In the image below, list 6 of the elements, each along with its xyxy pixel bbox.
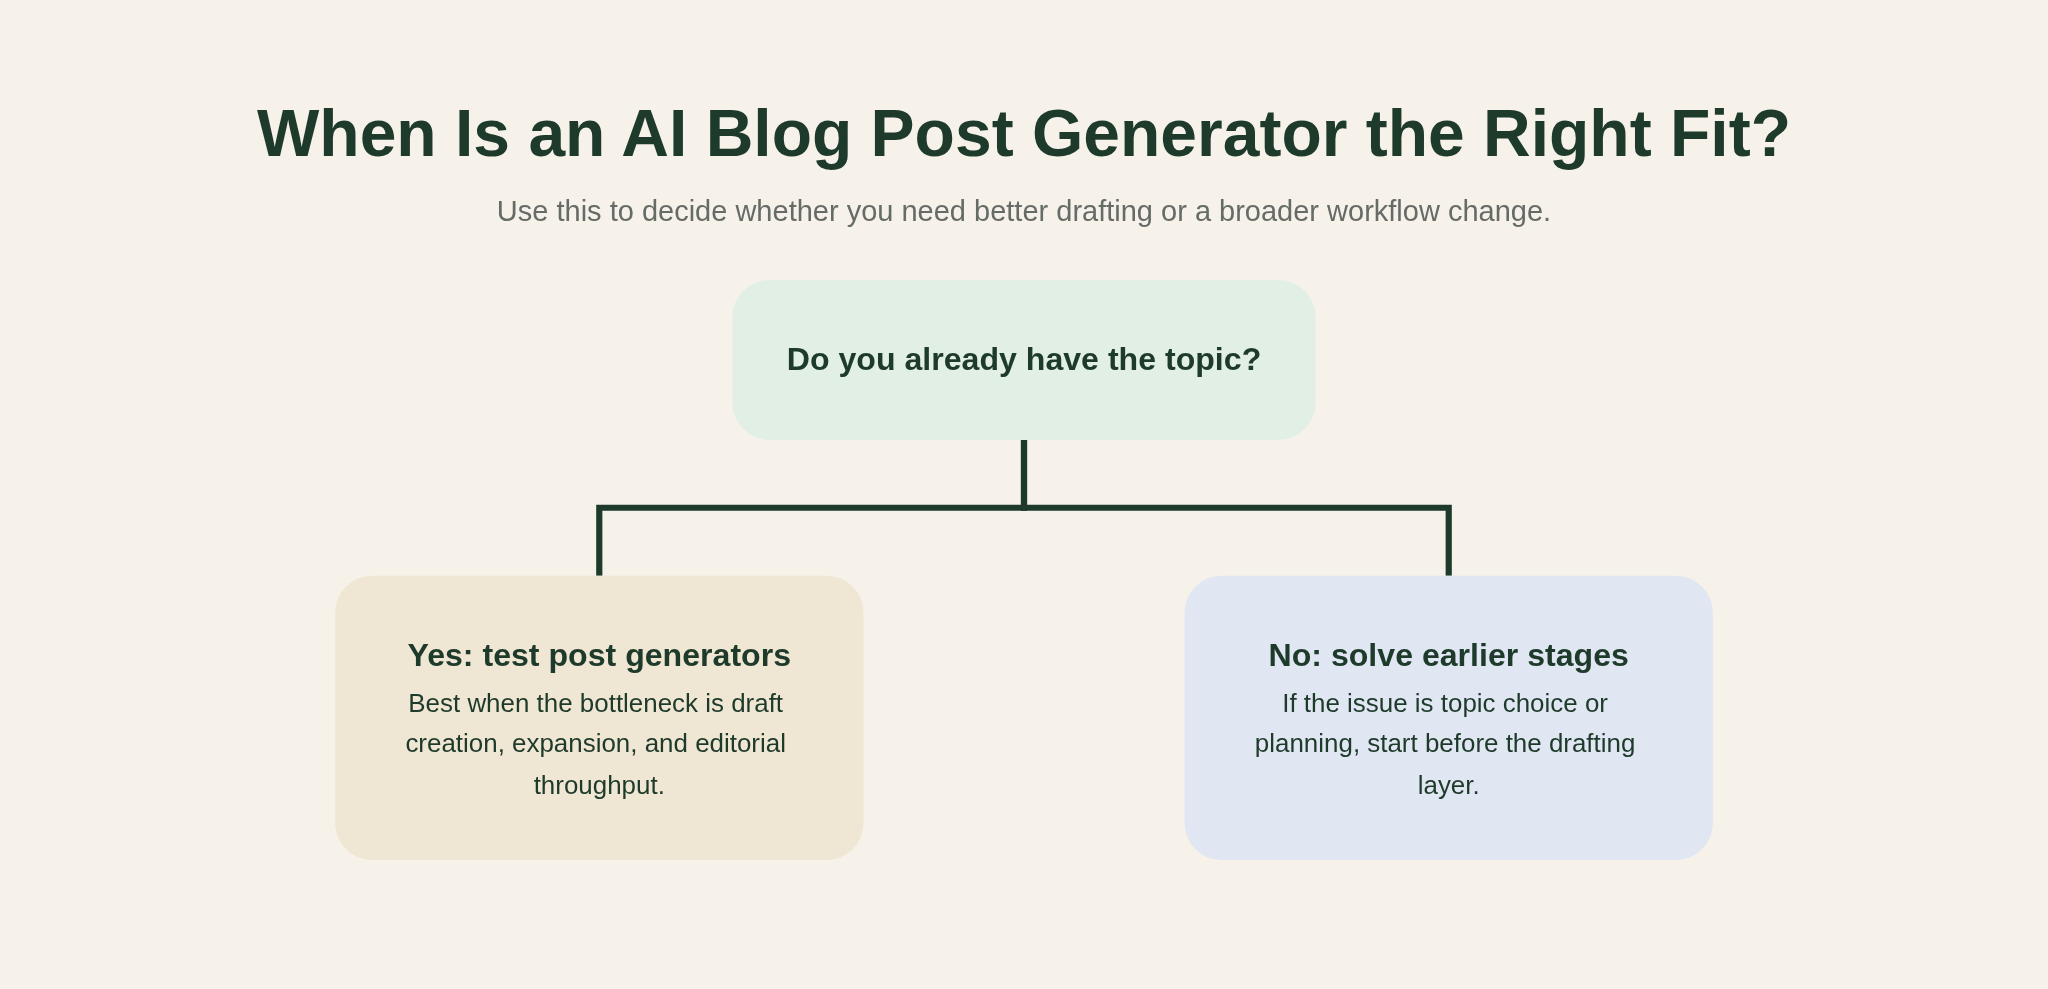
connector-line <box>1020 439 1452 576</box>
answer-card: No: solve earlier stages If the issue is topic choice or planning, start before the drafting layer. <box>1184 575 1713 861</box>
question-box: Do you already have the topic? <box>732 279 1316 440</box>
title: When Is an AI Blog Post Generator the Right Fit? <box>257 95 1791 171</box>
answer-card: Yes: test post generators Best when the bottleneck is draft creation, expansion, and editorial throughput. <box>335 575 864 861</box>
subtitle: Use this to decide whether you need better drafting or a broader workflow change. <box>496 195 1552 228</box>
